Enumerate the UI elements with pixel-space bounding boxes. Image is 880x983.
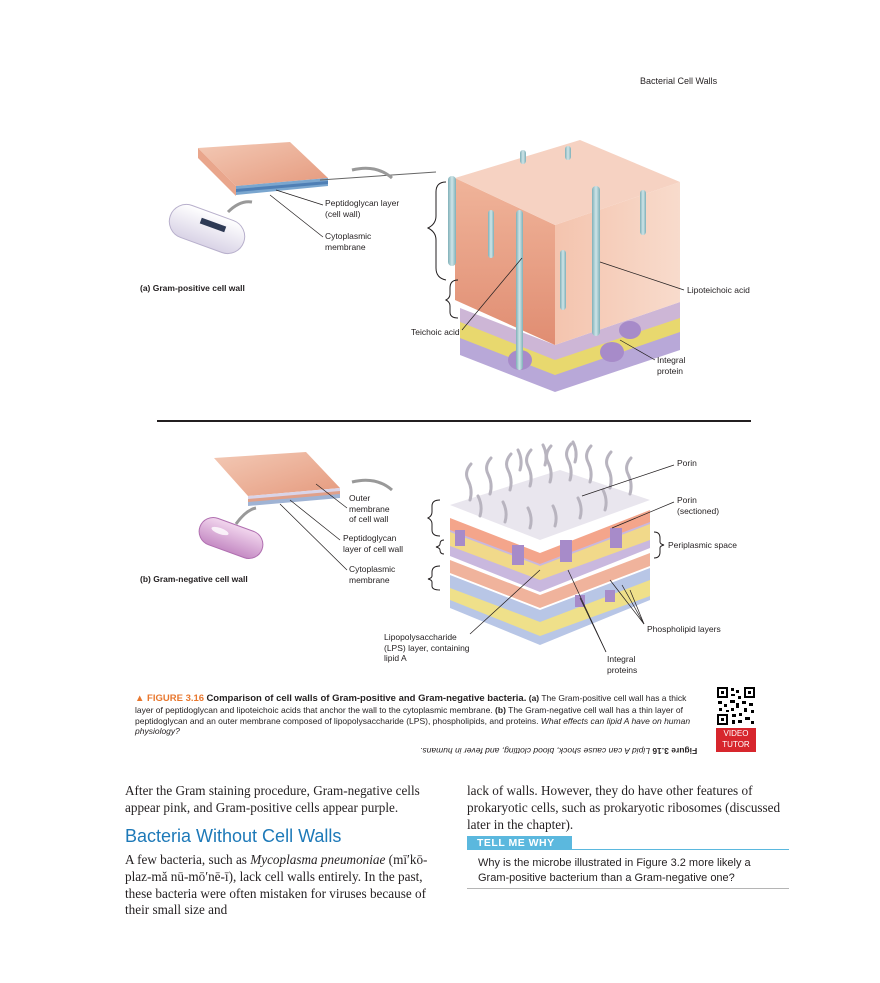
figure-number: ▲ FIGURE 3.16 xyxy=(135,693,205,704)
label-phospholipid-layers: Phospholipid layers xyxy=(647,624,721,634)
para2-rest: (mī′kō-plaz-mă nū-mō′nē-ī), lack cell wa… xyxy=(125,852,428,918)
part-b-marker: (b) xyxy=(495,704,506,715)
label-porin-sectioned: Porin (sectioned) xyxy=(677,495,720,516)
gram-positive-block xyxy=(455,140,680,392)
label-lipoteichoic-acid: Lipoteichoic acid xyxy=(687,285,750,295)
teichoic-rods xyxy=(448,146,646,370)
body-paragraph-2: A few bacteria, such as Mycoplasma pneum… xyxy=(125,852,447,919)
part-b-text: The Gram-negative cell wall has a thin l… xyxy=(135,704,683,726)
caption-question: What effects can lipid A have on human p… xyxy=(135,715,691,737)
gram-negative-slab xyxy=(214,452,340,506)
tell-me-why-rule xyxy=(572,849,789,850)
tell-me-why-question: Why is the microbe illustrated in Figure… xyxy=(478,857,751,884)
label-integral-proteins: Integral proteins xyxy=(607,654,638,675)
gram-negative-block xyxy=(450,470,650,645)
tell-me-why-bottom-rule xyxy=(467,888,789,889)
label-teichoic-acid: Teichoic acid xyxy=(411,327,460,337)
gram-positive-capsule xyxy=(168,203,246,255)
figure-title: Comparison of cell walls of Gram-positiv… xyxy=(206,693,527,704)
gram-negative-capsule xyxy=(198,517,264,559)
panel-a-title: (a) Gram-positive cell wall xyxy=(140,283,245,293)
label-porin: Porin xyxy=(677,458,697,468)
label-cytoplasmic-membrane: Cytoplasmic membrane xyxy=(325,231,372,252)
lps-chains xyxy=(465,440,633,530)
section-heading: Bacteria Without Cell Walls xyxy=(125,826,342,846)
panel-divider xyxy=(157,420,751,422)
label-periplasmic-space: Periplasmic space xyxy=(668,540,737,550)
part-a-text: The Gram-positive cell wall has a thick … xyxy=(135,693,687,715)
para2-species: Mycoplasma pneumoniae xyxy=(250,852,386,867)
body-paragraph-3: lack of walls. However, they do have oth… xyxy=(467,783,781,832)
panel-b-title: (b) Gram-negative cell wall xyxy=(140,574,248,584)
qr-code-icon[interactable] xyxy=(716,686,756,726)
label-peptidoglycan-layer-b: Peptidoglycan layer of cell wall xyxy=(343,533,403,554)
video-tutor-badge[interactable]: VIDEO TUTOR xyxy=(716,728,756,752)
para2-start: A few bacteria, such as xyxy=(125,852,251,867)
answer-label: Figure 3.16 xyxy=(652,746,698,756)
gram-positive-slab xyxy=(198,142,328,196)
label-outer-membrane: Outer membrane of cell wall xyxy=(349,493,390,524)
answer-text: Lipid A can cause shock, blood clotting,… xyxy=(420,746,650,756)
inverted-answer: Figure 3.16 Lipid A can cause shock, blo… xyxy=(420,746,697,756)
label-integral-protein: Integral protein xyxy=(657,355,686,376)
label-cytoplasmic-membrane-b: Cytoplasmic membrane xyxy=(349,564,396,585)
part-a-marker: (a) xyxy=(528,693,540,703)
label-lps-layer: Lipopolysaccharide (LPS) layer, containi… xyxy=(384,632,470,663)
running-head: Bacterial Cell Walls xyxy=(640,76,718,86)
label-peptidoglycan-layer: Peptidoglycan layer (cell wall) xyxy=(325,198,400,219)
body-paragraph-1: After the Gram staining procedure, Gram-… xyxy=(125,783,420,815)
figure-caption: ▲ FIGURE 3.16 Comparison of cell walls o… xyxy=(135,693,700,737)
tell-me-why-label: TELL ME WHY xyxy=(467,836,572,850)
